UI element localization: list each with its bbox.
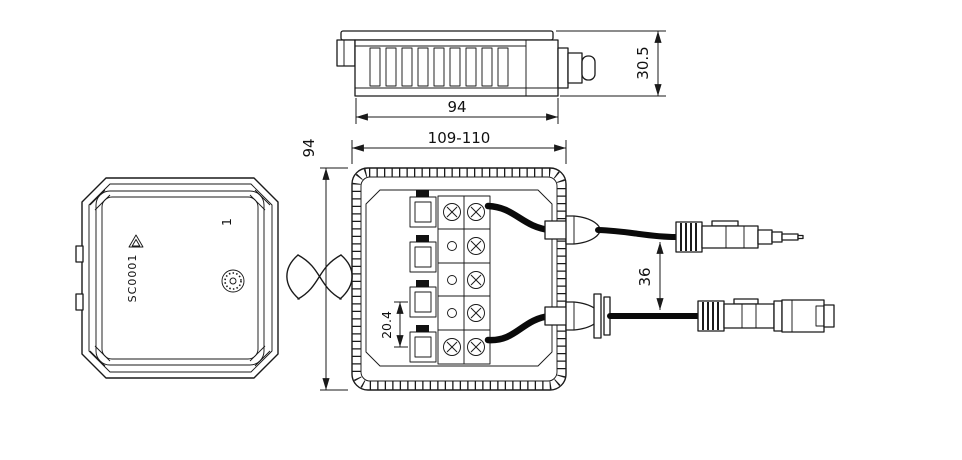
- lid-side-tab: [75, 245, 84, 263]
- cable-gland-profile: [557, 47, 596, 89]
- male-collar: [771, 231, 783, 243]
- diode-clips: [409, 190, 437, 363]
- open-box-view: [351, 167, 611, 391]
- side-profile-view: [336, 30, 596, 97]
- dim-box-height: 94: [300, 138, 348, 391]
- dim-side-height-label: 30.5: [634, 46, 652, 79]
- cable-gland-bottom: [544, 293, 611, 339]
- female-flange: [773, 300, 783, 332]
- terminal-block: [409, 190, 491, 365]
- box-outer-wall: [351, 167, 567, 391]
- female-gland-nut: [697, 300, 725, 332]
- hinge-strap-symbol: [286, 254, 353, 300]
- cavity-number-text: 1: [219, 218, 234, 226]
- mc4-female-connector: [697, 298, 835, 333]
- female-coupler: [781, 299, 825, 333]
- dim-side-width-label: 94: [447, 98, 466, 116]
- lid-view: SC0001 1: [75, 177, 279, 379]
- box-ribbed-wall: [352, 168, 566, 390]
- mc4-male-connector: [675, 220, 804, 253]
- internal-cable-bottom: [484, 312, 554, 344]
- model-text: SC0001: [126, 254, 139, 303]
- male-pin-tip: [797, 234, 804, 240]
- male-step: [757, 229, 773, 245]
- female-socket-end: [823, 304, 835, 328]
- male-pin: [781, 233, 799, 241]
- lid-outline: [81, 177, 279, 379]
- heatsink-ribs: [369, 47, 509, 87]
- dim-box-width-label: 109-110: [428, 129, 491, 147]
- dim-box-width: 109-110: [351, 129, 567, 164]
- dim-terminal-pitch-label: 20.4: [379, 311, 394, 339]
- lid-side-tab: [75, 293, 84, 311]
- lid-lip: [340, 30, 554, 41]
- female-body: [723, 303, 775, 329]
- gland-locknut: [593, 293, 602, 339]
- certification-logo-icon: [221, 269, 245, 293]
- dim-cable-spacing-label: 36: [636, 267, 654, 286]
- dim-side-height: 30.5: [556, 30, 666, 97]
- recycle-triangle-icon: [128, 234, 144, 248]
- dim-box-height-label: 94: [300, 138, 318, 157]
- terminal-screws: [443, 203, 485, 356]
- dim-terminal-pitch: 20.4: [379, 301, 408, 348]
- box-inner-chamfer: [365, 189, 553, 367]
- internal-cable-top: [484, 202, 554, 234]
- female-latch: [733, 298, 759, 305]
- dim-side-width: 94: [355, 98, 559, 124]
- male-gland-nut: [675, 221, 703, 253]
- external-cable-top: [595, 227, 679, 240]
- male-latch: [711, 220, 739, 227]
- male-body: [701, 225, 759, 249]
- lid-corner-bosses: [89, 189, 271, 367]
- dim-cable-spacing: 36: [636, 242, 664, 310]
- lid-clip: [336, 39, 356, 67]
- cable-gland-top: [544, 215, 601, 245]
